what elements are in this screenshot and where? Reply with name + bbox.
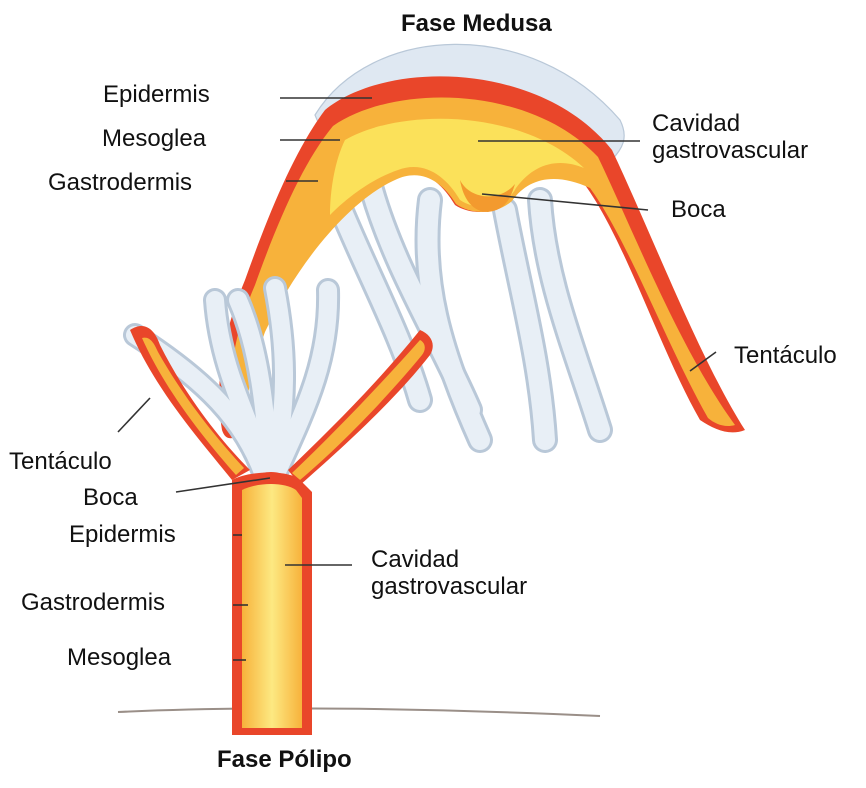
label-polyp-gastrodermis: Gastrodermis: [21, 590, 165, 617]
label-medusa-cavity-line2: gastrovascular: [652, 137, 808, 164]
label-polyp-cavity: Cavidad gastrovascular: [371, 547, 527, 601]
label-polyp-cavity-line2: gastrovascular: [371, 573, 527, 600]
polyp-title: Fase Pólipo: [217, 746, 352, 774]
label-medusa-mouth: Boca: [671, 197, 726, 224]
label-medusa-tentacle: Tentáculo: [734, 343, 837, 370]
label-polyp-tentacle: Tentáculo: [9, 449, 112, 476]
medusa-title: Fase Medusa: [401, 10, 552, 38]
label-medusa-epidermis: Epidermis: [103, 82, 210, 109]
label-medusa-gastrodermis: Gastrodermis: [48, 170, 192, 197]
label-medusa-cavity: Cavidad gastrovascular: [652, 111, 808, 165]
leader-polyp-tentacle: [118, 398, 150, 432]
label-polyp-cavity-line1: Cavidad: [371, 546, 459, 573]
label-polyp-mouth: Boca: [83, 485, 138, 512]
ground-line: [118, 709, 600, 716]
polyp-stalk-inner: [242, 484, 302, 728]
label-medusa-mesoglea: Mesoglea: [102, 126, 206, 153]
label-medusa-cavity-line1: Cavidad: [652, 110, 740, 137]
label-polyp-mesoglea: Mesoglea: [67, 645, 171, 672]
label-polyp-epidermis: Epidermis: [69, 522, 176, 549]
